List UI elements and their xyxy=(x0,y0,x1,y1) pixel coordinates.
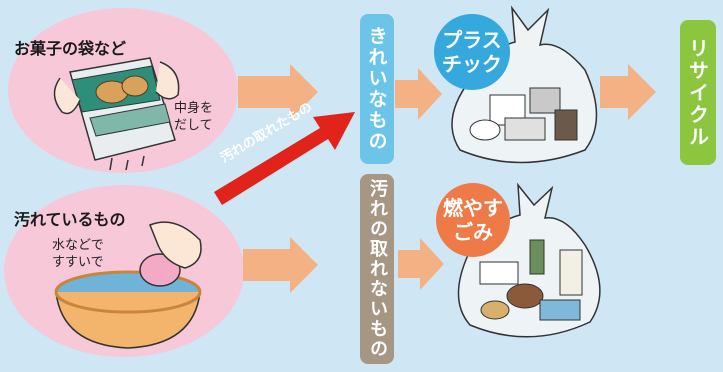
burnable-badge: 燃やす ごみ xyxy=(436,183,510,257)
arrow-bottom-middle xyxy=(398,238,444,290)
arrow-bottom-left xyxy=(243,237,318,293)
plastic-bag-illustration xyxy=(451,5,598,164)
clean-items-label: きれいなもの xyxy=(365,26,388,152)
dirty-items-title: 汚れているもの xyxy=(14,210,126,229)
unclean-items-label: 汚れの取れないもの xyxy=(367,179,388,359)
snack-note-line1: 中身を xyxy=(174,101,214,116)
arrow-top-middle xyxy=(395,68,442,120)
burnable-badge-line1: 燃やす xyxy=(443,196,503,220)
snack-bag-illustration xyxy=(53,57,180,171)
washing-bowl-illustration xyxy=(54,221,202,349)
arrow-top-right xyxy=(600,64,656,120)
snack-note-line2: だして xyxy=(174,118,213,133)
plastic-badge: プラス チック xyxy=(434,14,510,90)
burnable-bag-illustration xyxy=(457,182,601,338)
diagonal-arrow xyxy=(214,112,355,205)
plastic-badge-line2: チック xyxy=(442,52,502,76)
recycle-label: リサイクル xyxy=(685,37,710,148)
clean-items-bar: きれいなもの xyxy=(360,14,394,164)
plastic-badge-line1: プラス xyxy=(442,28,502,52)
burnable-badge-line2: ごみ xyxy=(453,220,493,244)
recycle-bar: リサイクル xyxy=(680,20,716,165)
snack-bag-title: お菓子の袋など xyxy=(14,39,127,58)
unclean-items-bar: 汚れの取れないもの xyxy=(360,174,394,364)
dirty-note-line2: すすいで xyxy=(52,255,104,270)
dirty-note-line1: 水などで xyxy=(52,238,104,253)
arrow-top-left xyxy=(238,64,318,120)
